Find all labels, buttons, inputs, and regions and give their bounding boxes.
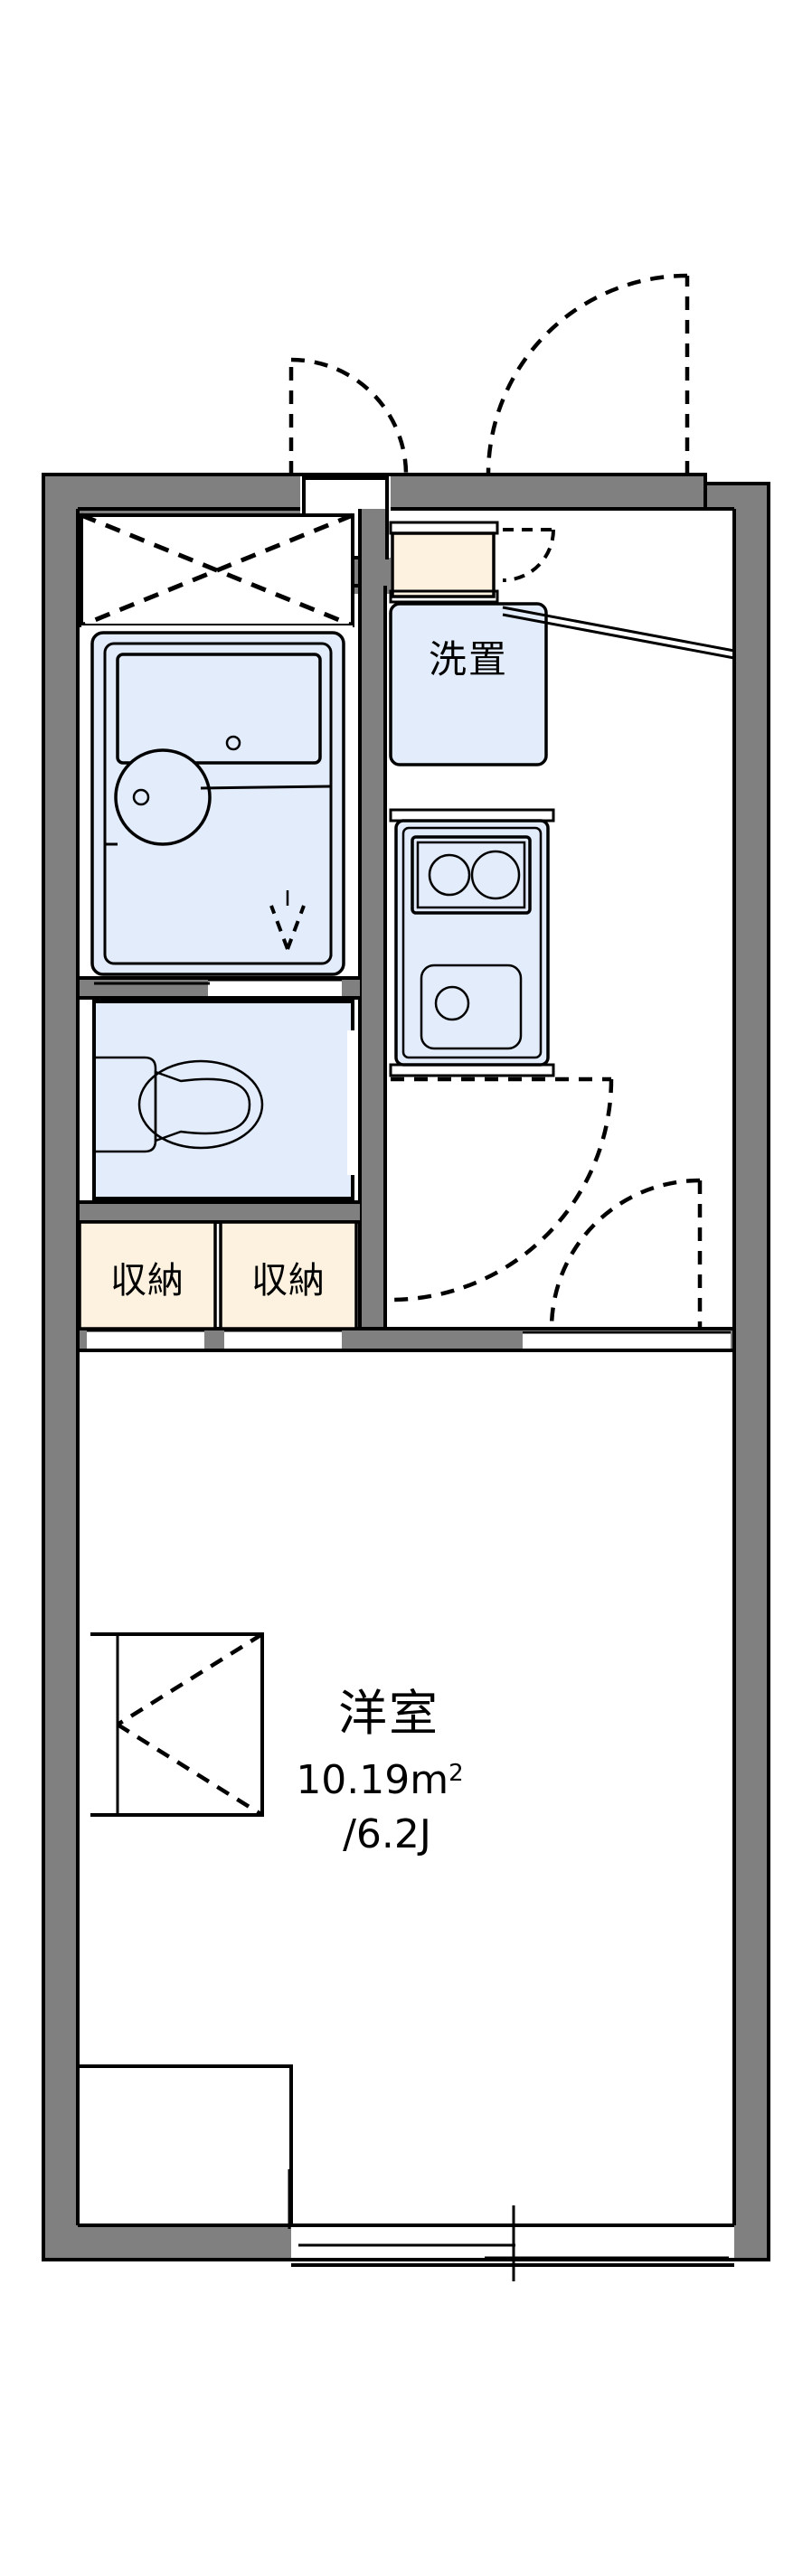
storage-left-box — [78, 1220, 217, 1330]
main-room-name: 洋室 — [338, 1685, 439, 1742]
overhead-storage — [80, 512, 385, 628]
toilet-room — [92, 1000, 356, 1200]
kitchen-counter — [389, 808, 555, 1077]
washer-label: 洗置 — [429, 637, 508, 682]
storage-right-label: 収納 — [251, 1260, 326, 1302]
entrance-step — [502, 606, 735, 660]
main-room-area: 10.19m2 — [296, 1757, 463, 1803]
interior-door-swings — [390, 1076, 703, 1330]
storage-right-box — [219, 1220, 358, 1330]
storage-boxes: 収納 収納 — [78, 1220, 358, 1330]
exterior-door-swings — [288, 273, 690, 475]
shoe-cabinet — [389, 521, 555, 604]
interior-partition-walls — [78, 509, 734, 1352]
outer-wall-outlines — [42, 475, 770, 2261]
main-room: 洋室 10.19m2 /6.2J — [78, 1632, 464, 2227]
washer-space: 洗置 — [389, 602, 548, 766]
main-room-tatami: /6.2J — [343, 1811, 431, 1857]
bathroom-unit — [81, 625, 353, 978]
storage-left-label: 収納 — [110, 1260, 184, 1302]
